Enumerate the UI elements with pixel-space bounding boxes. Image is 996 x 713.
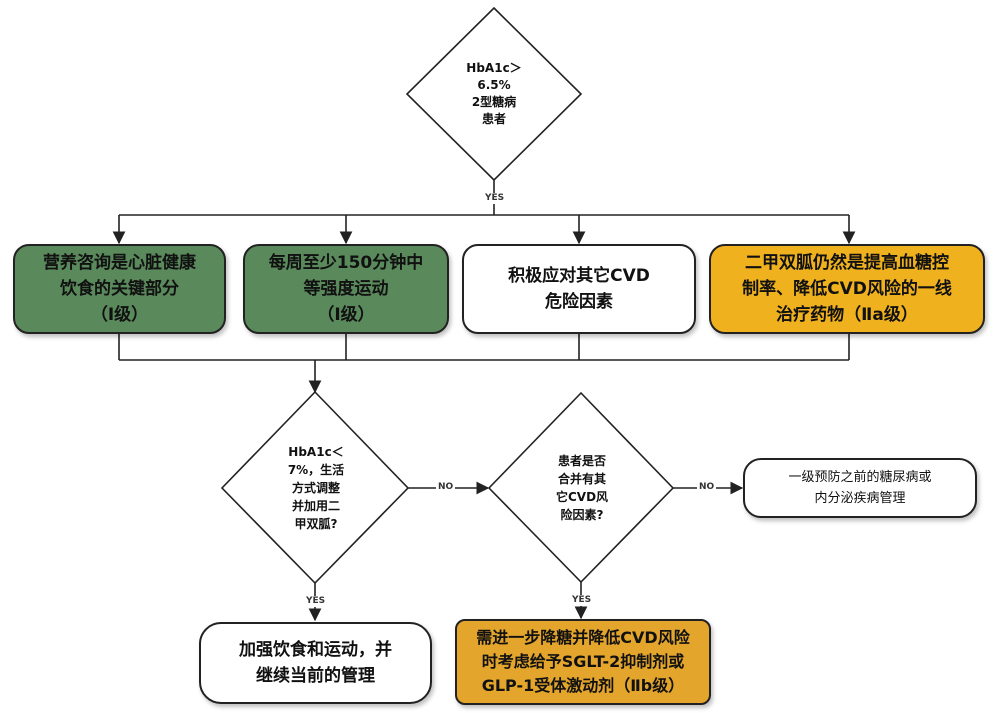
decision-start-diamond	[405, 6, 583, 182]
box-exercise-text: 每周至少150分钟中 等强度运动 （Ⅰ级）	[268, 253, 424, 325]
box-other-cvd: 积极应对其它CVD 危险因素	[462, 244, 696, 334]
box-nutrition-text: 营养咨询是心脏健康 饮食的关键部分 （Ⅰ级）	[43, 253, 196, 325]
decision-start-text: HbA1c＞ 6.5% 2型糖病 患者	[466, 61, 522, 126]
edge-label-yes-cvd: YES	[570, 595, 594, 606]
edge-label-yes-start: YES	[483, 193, 507, 204]
box-continue: 加强饮食和运动，并 继续当前的管理	[199, 622, 432, 704]
box-sglt2-text: 需进一步降糖并降低CVD风险 时考虑给予SGLT-2抑制剂或 GLP-1受体激动…	[476, 628, 690, 695]
edge-label-yes-lifestyle: YES	[304, 596, 328, 607]
decision-lifestyle-diamond	[220, 390, 410, 585]
box-metformin-text: 二甲双胍仍然是提高血糖控 制率、降低CVD风险的一线 治疗药物（Ⅱa级）	[742, 253, 952, 325]
box-other-cvd-text: 积极应对其它CVD 危险因素	[508, 266, 650, 312]
box-exercise: 每周至少150分钟中 等强度运动 （Ⅰ级）	[243, 244, 449, 334]
edge-label-no-lifestyle: NO	[436, 482, 456, 493]
decision-cvd-diamond	[487, 391, 675, 584]
decision-lifestyle-text: HbA1c＜ 7%，生活 方式调整 并加用二 甲双胍?	[287, 445, 345, 531]
box-primary-prevention: 一级预防之前的糖尿病或 内分泌疾病管理	[743, 458, 977, 518]
box-sglt2: 需进一步降糖并降低CVD风险 时考虑给予SGLT-2抑制剂或 GLP-1受体激动…	[455, 619, 711, 705]
edge-label-no-cvd: NO	[697, 482, 717, 493]
box-primary-prevention-text: 一级预防之前的糖尿病或 内分泌疾病管理	[788, 470, 932, 506]
box-metformin: 二甲双胍仍然是提高血糖控 制率、降低CVD风险的一线 治疗药物（Ⅱa级）	[709, 244, 985, 334]
box-nutrition: 营养咨询是心脏健康 饮食的关键部分 （Ⅰ级）	[13, 244, 226, 334]
decision-cvd-text: 患者是否 合并有其 它CVD风 险因素?	[555, 454, 609, 522]
box-continue-text: 加强饮食和运动，并 继续当前的管理	[239, 640, 392, 686]
